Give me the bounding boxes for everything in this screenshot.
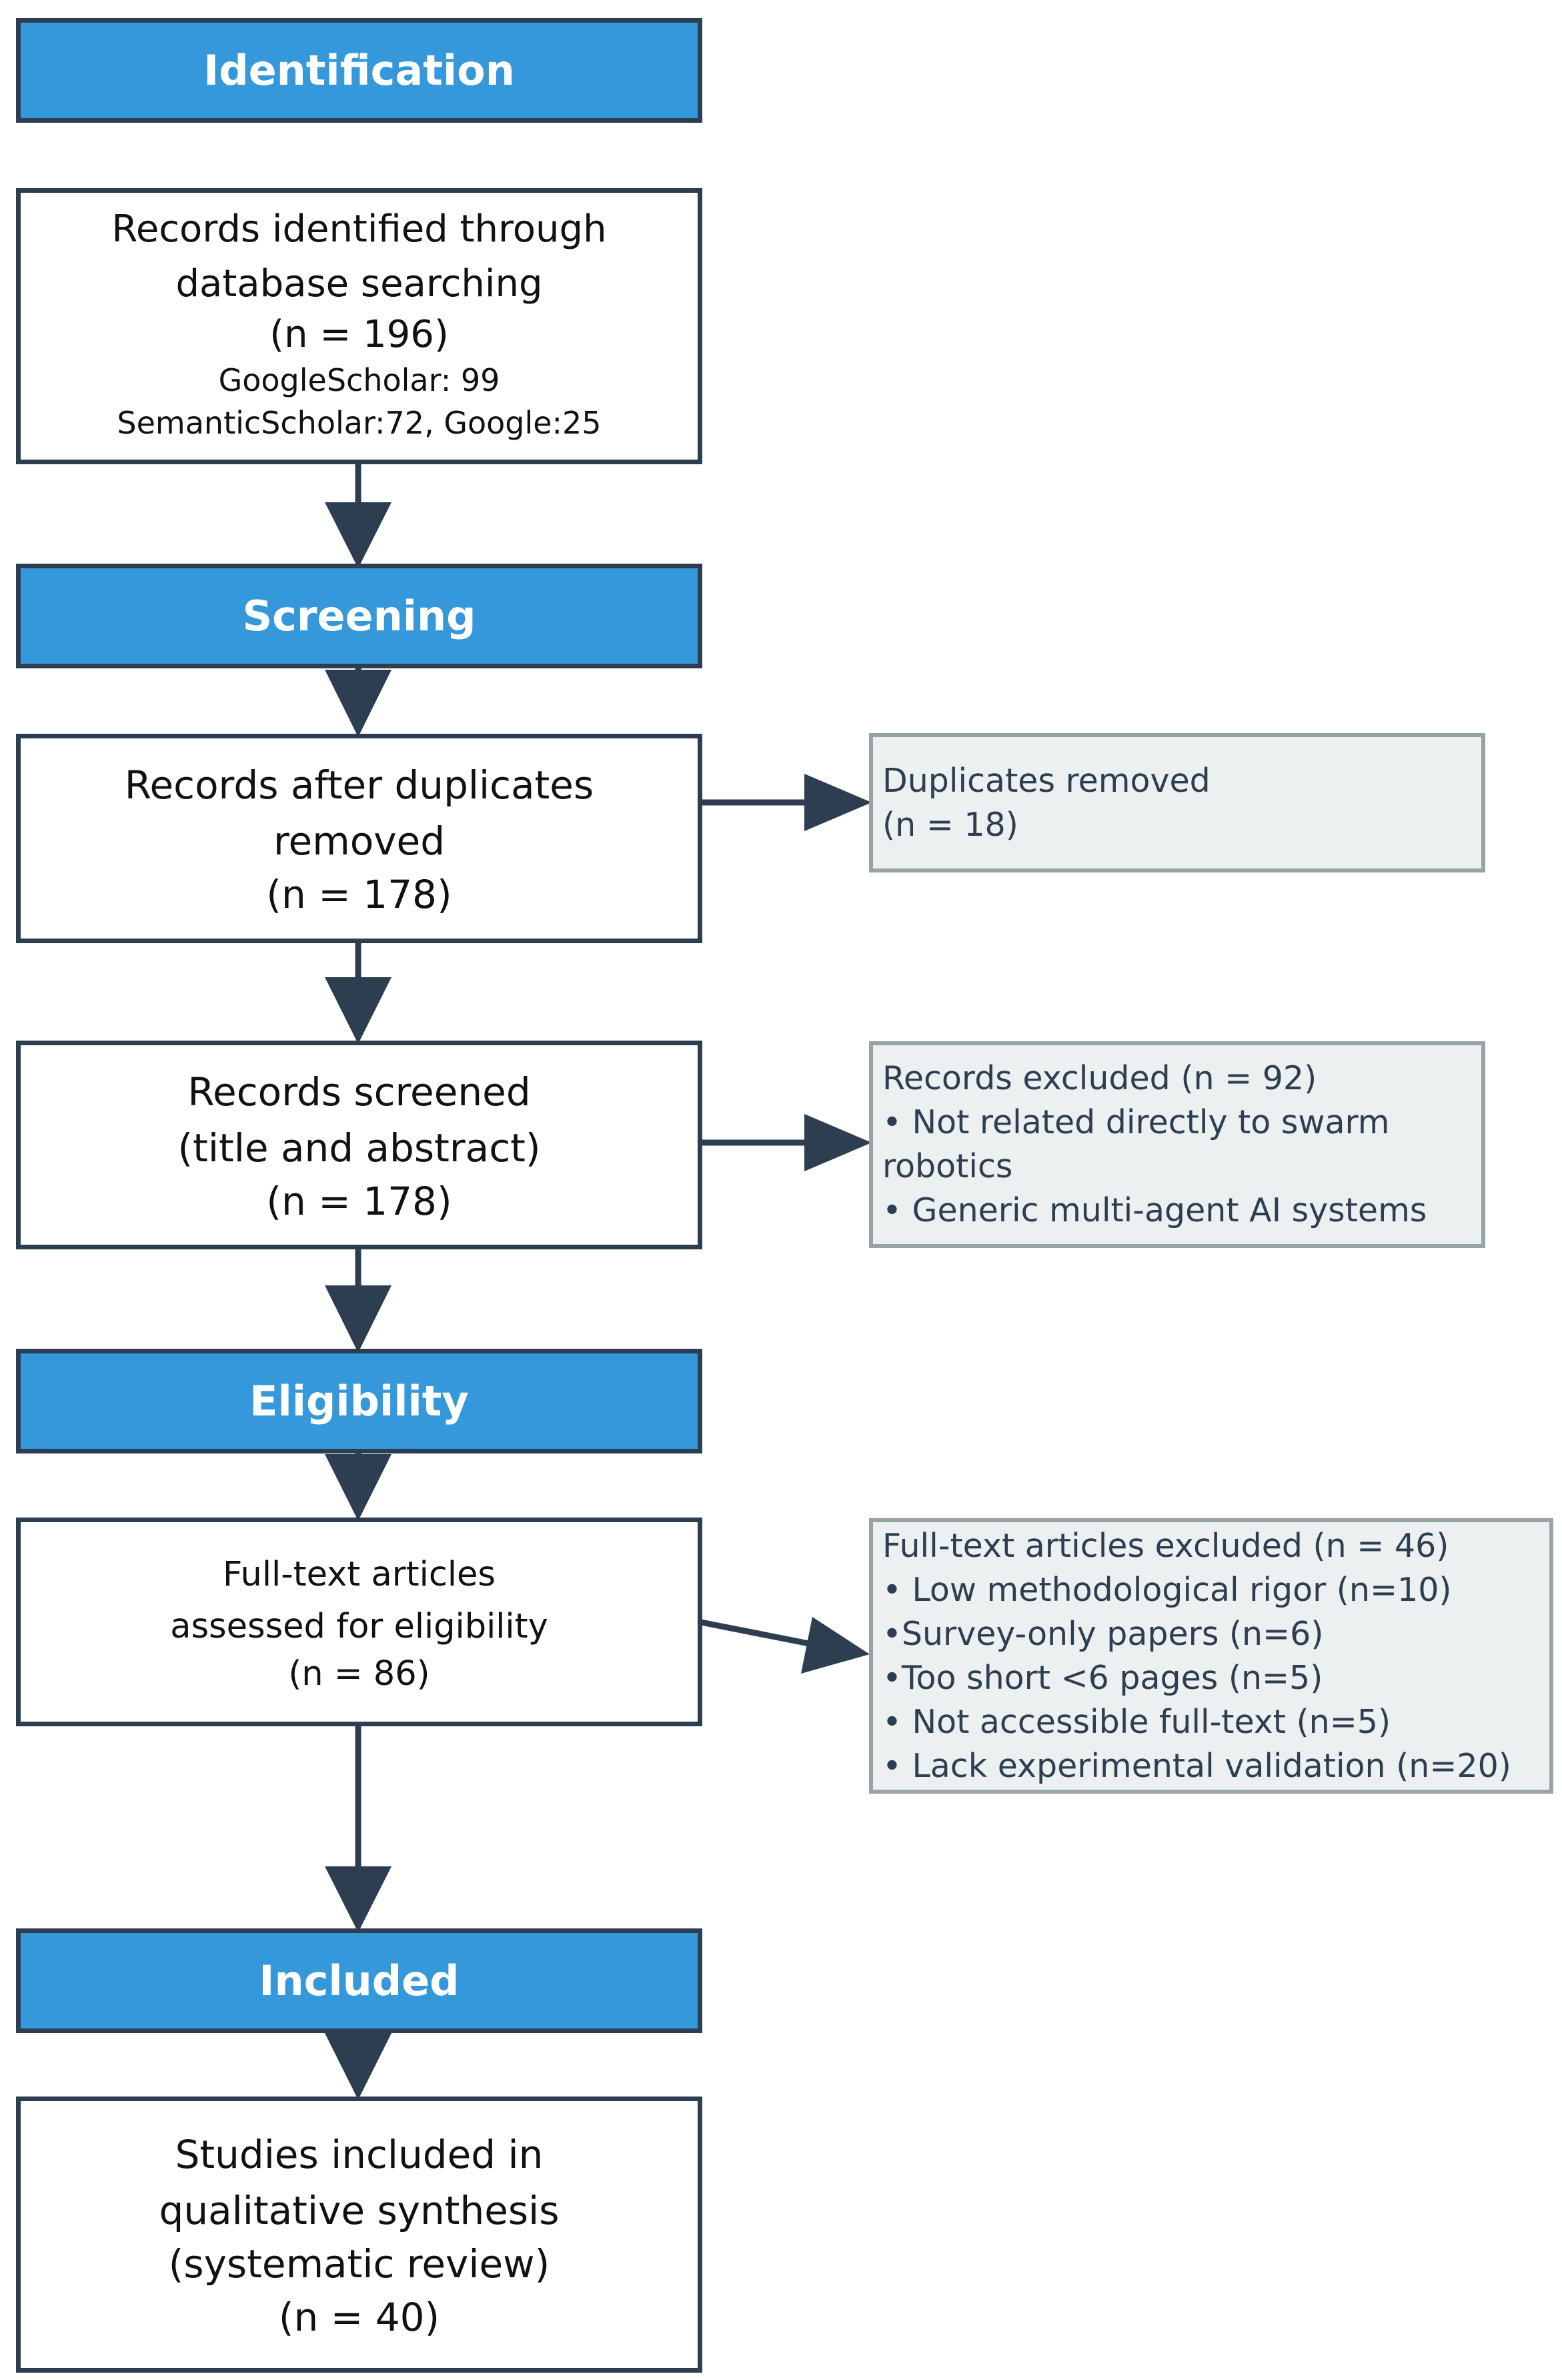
phase-eligibility: Eligibility (16, 1349, 702, 1453)
source-semantic-google: SemanticScholar:72, Google:25 (117, 405, 602, 441)
screened-count: (n = 178) (266, 1178, 452, 1224)
fulltext-excluded-title: Full-text articles excluded (n = 46) (882, 1526, 1449, 1565)
arrowhead (804, 1114, 872, 1171)
after-duplicates-count: (n = 178) (266, 872, 452, 917)
fulltext-excluded-reason-3: •Too short <6 pages (n=5) (882, 1658, 1323, 1697)
studies-included-line-2: qualitative synthesis (159, 2188, 560, 2233)
arrowhead (804, 774, 872, 831)
records-identified-line-1: Records identified through (111, 207, 607, 251)
records-identified-line-2: database searching (175, 262, 543, 306)
studies-included-line-3: (systematic review) (168, 2241, 550, 2287)
arrowhead (325, 977, 392, 1044)
arrowhead (325, 670, 392, 737)
phase-included-label: Included (259, 1956, 460, 2005)
arrowhead (801, 1617, 870, 1674)
studies-included-line-1: Studies included in (175, 2132, 544, 2177)
records-excluded-reason-2: • Generic multi-agent AI systems (882, 1191, 1427, 1229)
records-excluded-title: Records excluded (n = 92) (882, 1059, 1317, 1097)
screened-line-1: Records screened (187, 1069, 531, 1115)
arrowhead (325, 1454, 392, 1521)
arrowhead (325, 1285, 392, 1353)
studies-included-box: Studies included in qualitative synthesi… (16, 2097, 702, 2373)
duplicates-removed-box: Duplicates removed (n = 18) (869, 733, 1485, 872)
phase-included: Included (16, 1928, 702, 2033)
duplicates-removed-count: (n = 18) (882, 805, 1018, 844)
arrow-to-fulltext-excluded (700, 1619, 813, 1648)
phase-identification-label: Identification (203, 46, 515, 95)
records-after-duplicates-box: Records after duplicates removed (n = 17… (16, 734, 702, 943)
fulltext-excluded-box: Full-text articles excluded (n = 46) • L… (869, 1518, 1553, 1794)
studies-included-count: (n = 40) (278, 2295, 440, 2340)
records-identified-box: Records identified through database sear… (16, 188, 702, 464)
fulltext-assessed-line-1: Full-text articles (222, 1554, 496, 1594)
phase-screening-label: Screening (242, 592, 476, 640)
fulltext-assessed-count: (n = 86) (288, 1654, 430, 1694)
phase-eligibility-label: Eligibility (249, 1377, 469, 1425)
fulltext-assessed-line-2: assessed for eligibility (170, 1606, 548, 1646)
fulltext-excluded-reason-4: • Not accessible full-text (n=5) (882, 1702, 1391, 1741)
after-duplicates-line-1: Records after duplicates (124, 762, 594, 808)
phase-identification: Identification (16, 18, 702, 123)
fulltext-excluded-reason-5: • Lack experimental validation (n=20) (882, 1746, 1511, 1785)
records-excluded-reason-1: • Not related directly to swarm (882, 1103, 1390, 1141)
source-googlescholar: GoogleScholar: 99 (218, 362, 500, 398)
arrowhead (325, 2033, 392, 2100)
screened-line-2: (title and abstract) (177, 1125, 541, 1171)
records-screened-box: Records screened (title and abstract) (n… (16, 1041, 702, 1249)
records-identified-count: (n = 196) (269, 313, 449, 356)
fulltext-assessed-box: Full-text articles assessed for eligibil… (16, 1518, 702, 1726)
arrowhead (325, 502, 392, 568)
fulltext-excluded-reason-1: • Low methodological rigor (n=10) (882, 1570, 1452, 1609)
after-duplicates-line-2: removed (273, 818, 446, 864)
records-excluded-box: Records excluded (n = 92) • Not related … (869, 1041, 1485, 1248)
duplicates-removed-line-1: Duplicates removed (882, 761, 1211, 800)
phase-screening: Screening (16, 564, 702, 668)
arrowhead (325, 1866, 392, 1932)
fulltext-excluded-reason-2: •Survey-only papers (n=6) (882, 1614, 1324, 1653)
records-excluded-reason-1-cont: robotics (882, 1147, 1013, 1185)
